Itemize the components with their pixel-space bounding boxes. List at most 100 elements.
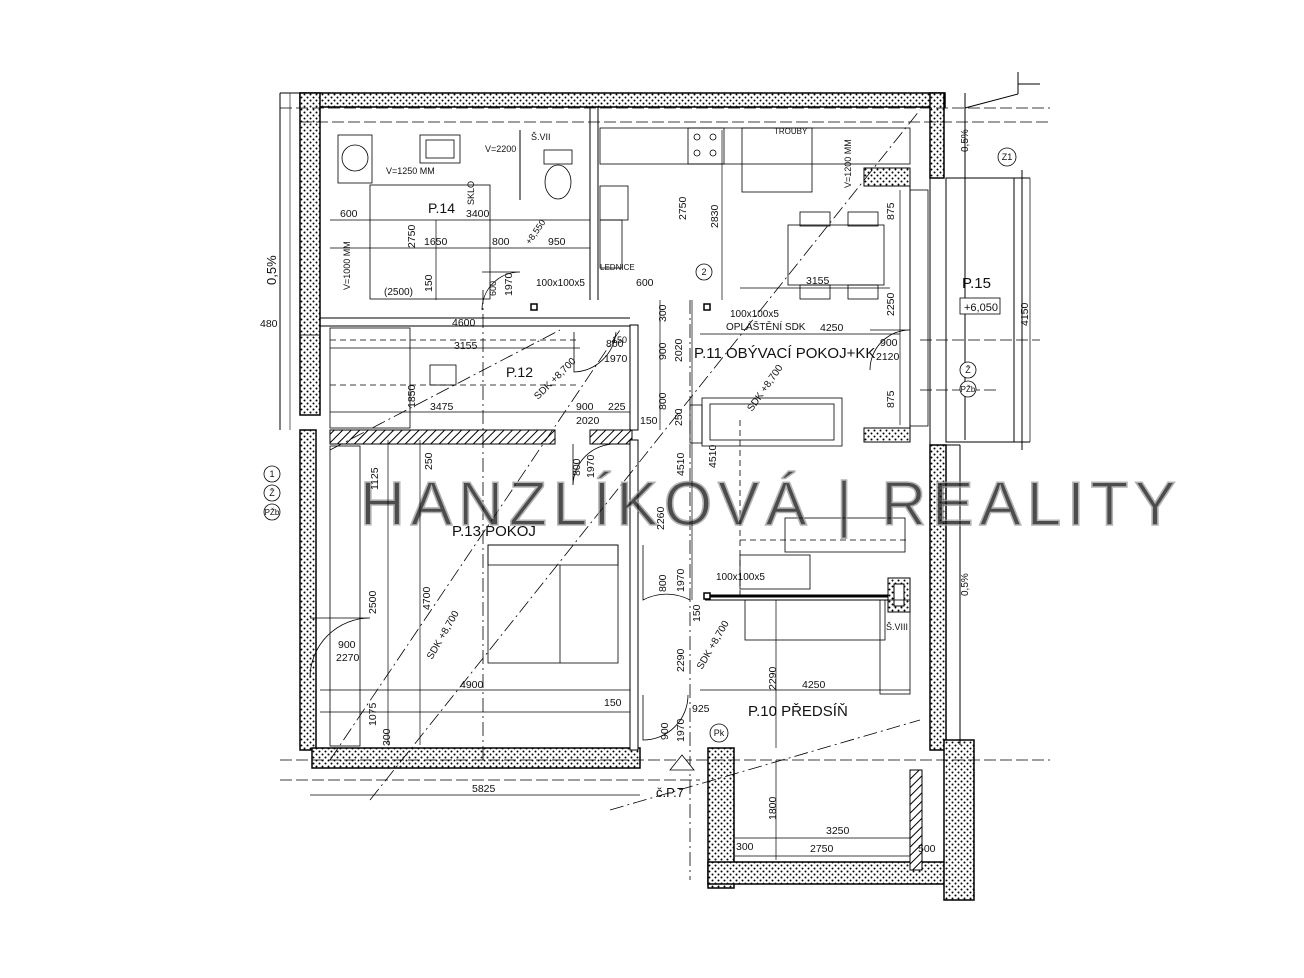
dim-2260: 2260 — [655, 506, 667, 530]
dim-600b: 600 — [488, 281, 498, 296]
marker-pzb2: PŽb — [961, 385, 976, 394]
dim-3155a: 3155 — [454, 340, 478, 352]
dim-2750b: 2750 — [677, 196, 689, 220]
dim-4900: 4900 — [460, 679, 484, 691]
marker-texts: 1 Ž PŽb 2 Ž PŽb Z1 Pk — [265, 152, 1013, 738]
dim-2020b: 2020 — [673, 338, 685, 362]
dimension-texts: 600 3400 1650 800 950 2750 150 1970 600 … — [260, 196, 1031, 855]
dim-800b: 800 — [606, 338, 624, 350]
label-cp7: č.P.7 — [656, 785, 684, 800]
dim-225: 225 — [608, 401, 626, 413]
dim-2270: 2270 — [336, 652, 360, 664]
furniture — [329, 127, 929, 747]
label-sdk-4: SDK +8,700 — [695, 619, 732, 672]
markers — [263, 147, 1017, 771]
dim-250b: 250 — [423, 452, 435, 470]
watermark: HANZLÍKOVÁ | REALITY — [360, 470, 1182, 539]
dim-1970b: 1970 — [604, 353, 628, 365]
dim-500: 500 — [918, 843, 936, 855]
dim-4250b: 4250 — [802, 679, 826, 691]
dim-1650: 1650 — [424, 236, 448, 248]
dim-4510a: 4510 — [675, 452, 687, 476]
dim-300c: 300 — [736, 841, 754, 853]
label-trouby: TROUBY — [774, 127, 808, 136]
dim-300a: 300 — [657, 304, 669, 322]
room-p15-label: P.15 — [962, 275, 991, 292]
label-v1200: V=1200 MM — [843, 139, 853, 188]
label-v1250: V=1250 MM — [386, 166, 435, 176]
dim-4150: 4150 — [1019, 302, 1031, 326]
slope-top-right: 0,5% — [960, 129, 971, 152]
room-p13-label: P.13 POKOJ — [452, 523, 536, 540]
label-profile-2: 100x100x5 — [730, 309, 779, 320]
dim-2290b: 2290 — [767, 666, 779, 690]
label-profile-1: 100x100x5 — [536, 278, 585, 289]
steel-profiles — [530, 303, 711, 600]
marker-2: 2 — [701, 267, 706, 277]
label-paren-2500: (2500) — [384, 287, 413, 298]
marker-pzb1: PŽb — [265, 508, 280, 517]
slope-right: 0,5% — [960, 573, 971, 596]
label-sdk-2: SDK +8,700 — [745, 363, 785, 414]
dim-2500: 2500 — [367, 590, 379, 614]
room-p10-label: P.10 PŘEDSÍŇ — [748, 703, 848, 720]
dim-150a: 150 — [423, 274, 435, 292]
dim-2830: 2830 — [709, 204, 721, 228]
dim-150d: 150 — [691, 604, 703, 622]
label-lednice: LEDNICE — [600, 263, 635, 272]
dim-3475: 3475 — [430, 401, 454, 413]
label-v2200: V=2200 — [485, 144, 516, 154]
label-oplasteni-sdk: OPLÁŠTĚNÍ SDK — [726, 320, 806, 333]
dim-875b: 875 — [885, 390, 897, 408]
dim-150c: 150 — [640, 415, 658, 427]
room-p11-label: P.11 OBÝVACÍ POKOJ+KK — [694, 345, 875, 362]
dim-1125: 1125 — [369, 467, 381, 490]
label-sv7: Š.VII — [531, 132, 551, 142]
marker-z2: Ž — [965, 365, 971, 375]
dim-900c: 900 — [657, 342, 669, 360]
room-p14-label: P.14 — [428, 200, 455, 216]
dim-1800: 1800 — [767, 796, 779, 820]
dim-950: 950 — [548, 236, 566, 248]
label-profile-3: 100x100x5 — [716, 572, 765, 583]
dim-4250a: 4250 — [820, 322, 844, 334]
label-p14-level: +8,550 — [523, 218, 547, 246]
dim-800e: 800 — [657, 574, 669, 592]
dim-5825: 5825 — [472, 783, 496, 795]
balcony-p15 — [945, 170, 1030, 450]
marker-z1: Ž — [269, 488, 275, 498]
dim-800a: 800 — [492, 236, 510, 248]
axis-lines — [280, 107, 1050, 880]
dim-875a: 875 — [885, 202, 897, 220]
dim-2020a: 2020 — [576, 415, 600, 427]
walls — [279, 72, 1040, 901]
dim-600c: 600 — [636, 277, 654, 289]
label-v1000: V=1000 MM — [342, 241, 352, 290]
marker-pk: Pk — [714, 728, 725, 738]
dim-900a: 900 — [576, 401, 594, 413]
dim-3400: 3400 — [466, 208, 490, 220]
dim-900e: 900 — [659, 722, 671, 740]
p15-level: +6,050 — [964, 302, 998, 314]
dim-900b: 900 — [880, 337, 898, 349]
dim-480: 480 — [260, 318, 278, 330]
dim-2120: 2120 — [876, 351, 900, 363]
dim-800d: 800 — [571, 458, 583, 476]
dim-600a: 600 — [340, 208, 358, 220]
dim-1075: 1075 — [367, 702, 379, 726]
room-labels: P.14 P.11 OBÝVACÍ POKOJ+KK P.12 P.13 POK… — [428, 200, 1001, 720]
dim-1970c: 1970 — [585, 454, 597, 478]
dim-4600: 4600 — [452, 317, 476, 329]
label-sdk-3: SDK +8,700 — [425, 609, 462, 662]
dim-800c: 800 — [657, 392, 669, 410]
label-sklo: SKLO — [466, 181, 476, 205]
label-sv8: Š.VIII — [886, 622, 908, 632]
dim-2750c: 2750 — [810, 843, 834, 855]
dim-1970a: 1970 — [503, 272, 515, 296]
dim-900d: 900 — [338, 639, 356, 651]
label-sdk-1: SDK +8,700 — [532, 356, 578, 402]
doors — [309, 271, 911, 741]
dim-1970d: 1970 — [675, 568, 687, 592]
dim-1970e: 1970 — [675, 718, 687, 742]
